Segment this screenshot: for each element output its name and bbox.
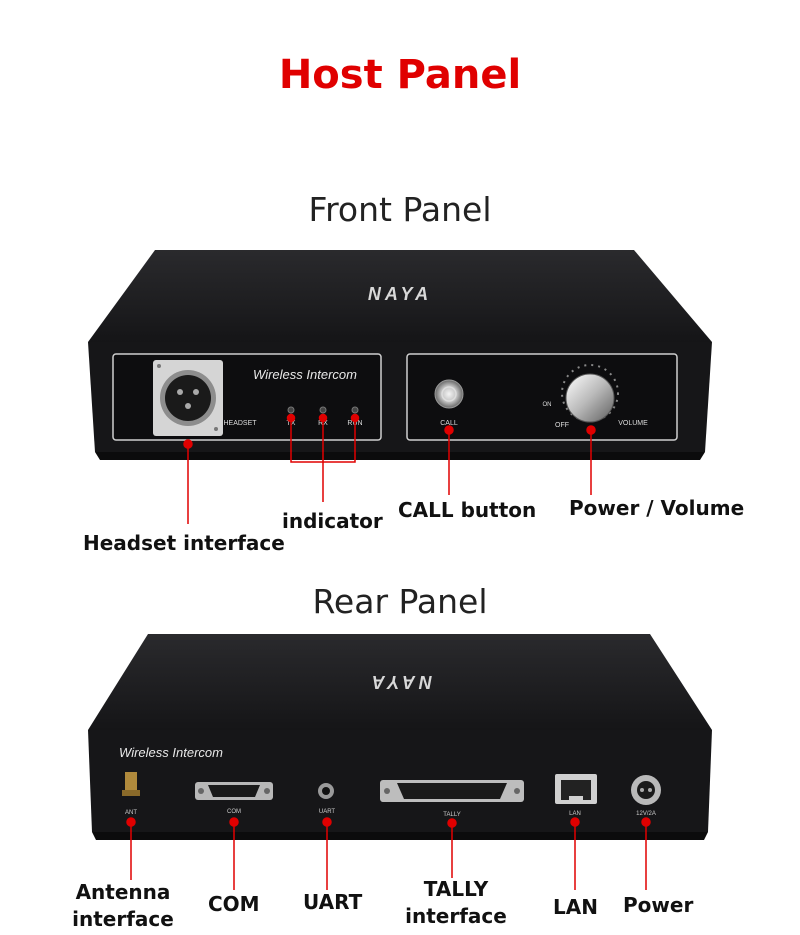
rear-panel-heading: Rear Panel — [312, 582, 488, 621]
front-right-panel — [406, 353, 678, 441]
run-led-icon — [351, 406, 359, 414]
volume-label: VOLUME — [618, 420, 648, 427]
call-button-icon — [434, 379, 464, 409]
front-brand-logo: NAYA — [368, 284, 432, 304]
call-label: CALL — [440, 420, 458, 427]
antenna-callout-line1: Antenna — [75, 880, 171, 904]
tally-callout-line2: interface — [405, 904, 507, 928]
uart-callout: UART — [303, 890, 363, 914]
power-rating-label: 12V/2A — [636, 811, 656, 817]
com-callout: COM — [208, 892, 260, 916]
com-port-icon — [195, 782, 273, 800]
lan-callout: LAN — [553, 895, 598, 919]
rx-led-icon — [319, 406, 327, 414]
rear-device: NAYA Wireless Intercom ANT COM UART TALL… — [88, 634, 712, 840]
off-label: OFF — [555, 422, 569, 429]
tally-port-icon — [380, 780, 524, 802]
headset-connector-icon — [153, 360, 223, 436]
rear-leader-lines — [126, 817, 651, 890]
tx-led-icon — [287, 406, 295, 414]
call-button-callout: CALL button — [398, 498, 537, 522]
tally-interface-callout: TALLY interface — [400, 876, 512, 930]
power-volume-callout: Power / Volume — [569, 496, 745, 520]
ant-label: ANT — [125, 810, 137, 816]
lan-port-icon — [555, 774, 597, 804]
power-connector-icon — [631, 775, 661, 805]
tally-callout-line1: TALLY — [423, 877, 489, 901]
com-label: COM — [227, 809, 241, 815]
antenna-connector-icon — [122, 772, 140, 796]
page-title: Host Panel — [278, 52, 522, 98]
uart-jack-icon — [318, 783, 334, 799]
uart-label: UART — [319, 809, 336, 815]
rear-device-label: Wireless Intercom — [119, 745, 223, 760]
rear-brand-logo: NAYA — [368, 672, 432, 692]
antenna-callout-line2: interface — [72, 907, 174, 931]
front-leader-lines — [183, 413, 596, 524]
front-panel-heading: Front Panel — [308, 190, 492, 229]
headset-port-label: HEADSET — [223, 420, 257, 427]
tally-label: TALLY — [443, 812, 460, 818]
power-callout: Power — [623, 893, 694, 917]
on-label: ON — [543, 402, 552, 408]
front-device: NAYA Wireless Intercom HEADSET TX RX RUN… — [88, 250, 712, 460]
antenna-interface-callout: Antenna interface — [68, 879, 178, 933]
lan-label: LAN — [569, 811, 581, 817]
indicator-callout: indicator — [282, 509, 383, 533]
front-device-label: Wireless Intercom — [253, 367, 357, 382]
headset-interface-callout: Headset interface — [83, 531, 285, 555]
volume-knob-icon — [561, 364, 619, 423]
